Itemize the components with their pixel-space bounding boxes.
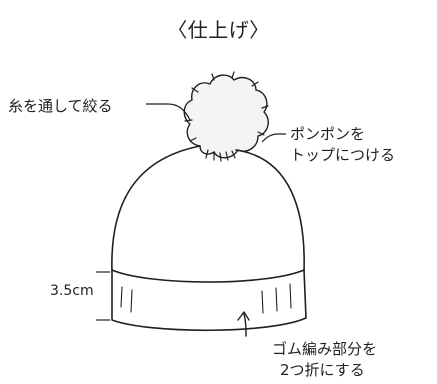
label-fold-line1: ゴム編み部分を bbox=[272, 340, 378, 358]
figure-title: 〈仕上げ〉 bbox=[167, 18, 270, 42]
gather-strands bbox=[205, 149, 236, 162]
fold-arrow bbox=[237, 311, 250, 337]
hat-crown bbox=[111, 145, 305, 273]
hat-brim bbox=[111, 269, 307, 332]
label-pompom: ポンポンを トップにつける bbox=[290, 124, 395, 166]
pompom bbox=[183, 71, 269, 159]
label-thread-gather: 糸を通して絞る bbox=[8, 97, 113, 115]
label-pompom-line2: トップにつける bbox=[290, 146, 396, 164]
pompom-outline bbox=[183, 74, 269, 159]
rib-lines bbox=[120, 283, 292, 314]
label-fold-line2: 2つ折にする bbox=[280, 361, 365, 379]
dimension-bracket bbox=[96, 271, 110, 321]
label-brim-size: 3.5cm bbox=[50, 283, 94, 299]
label-fold-rib: ゴム編み部分を 2つ折にする bbox=[272, 339, 377, 381]
leader-line-pompom bbox=[261, 133, 286, 143]
label-pompom-line1: ポンポンを bbox=[290, 125, 366, 143]
leader-line-thread bbox=[146, 103, 191, 121]
